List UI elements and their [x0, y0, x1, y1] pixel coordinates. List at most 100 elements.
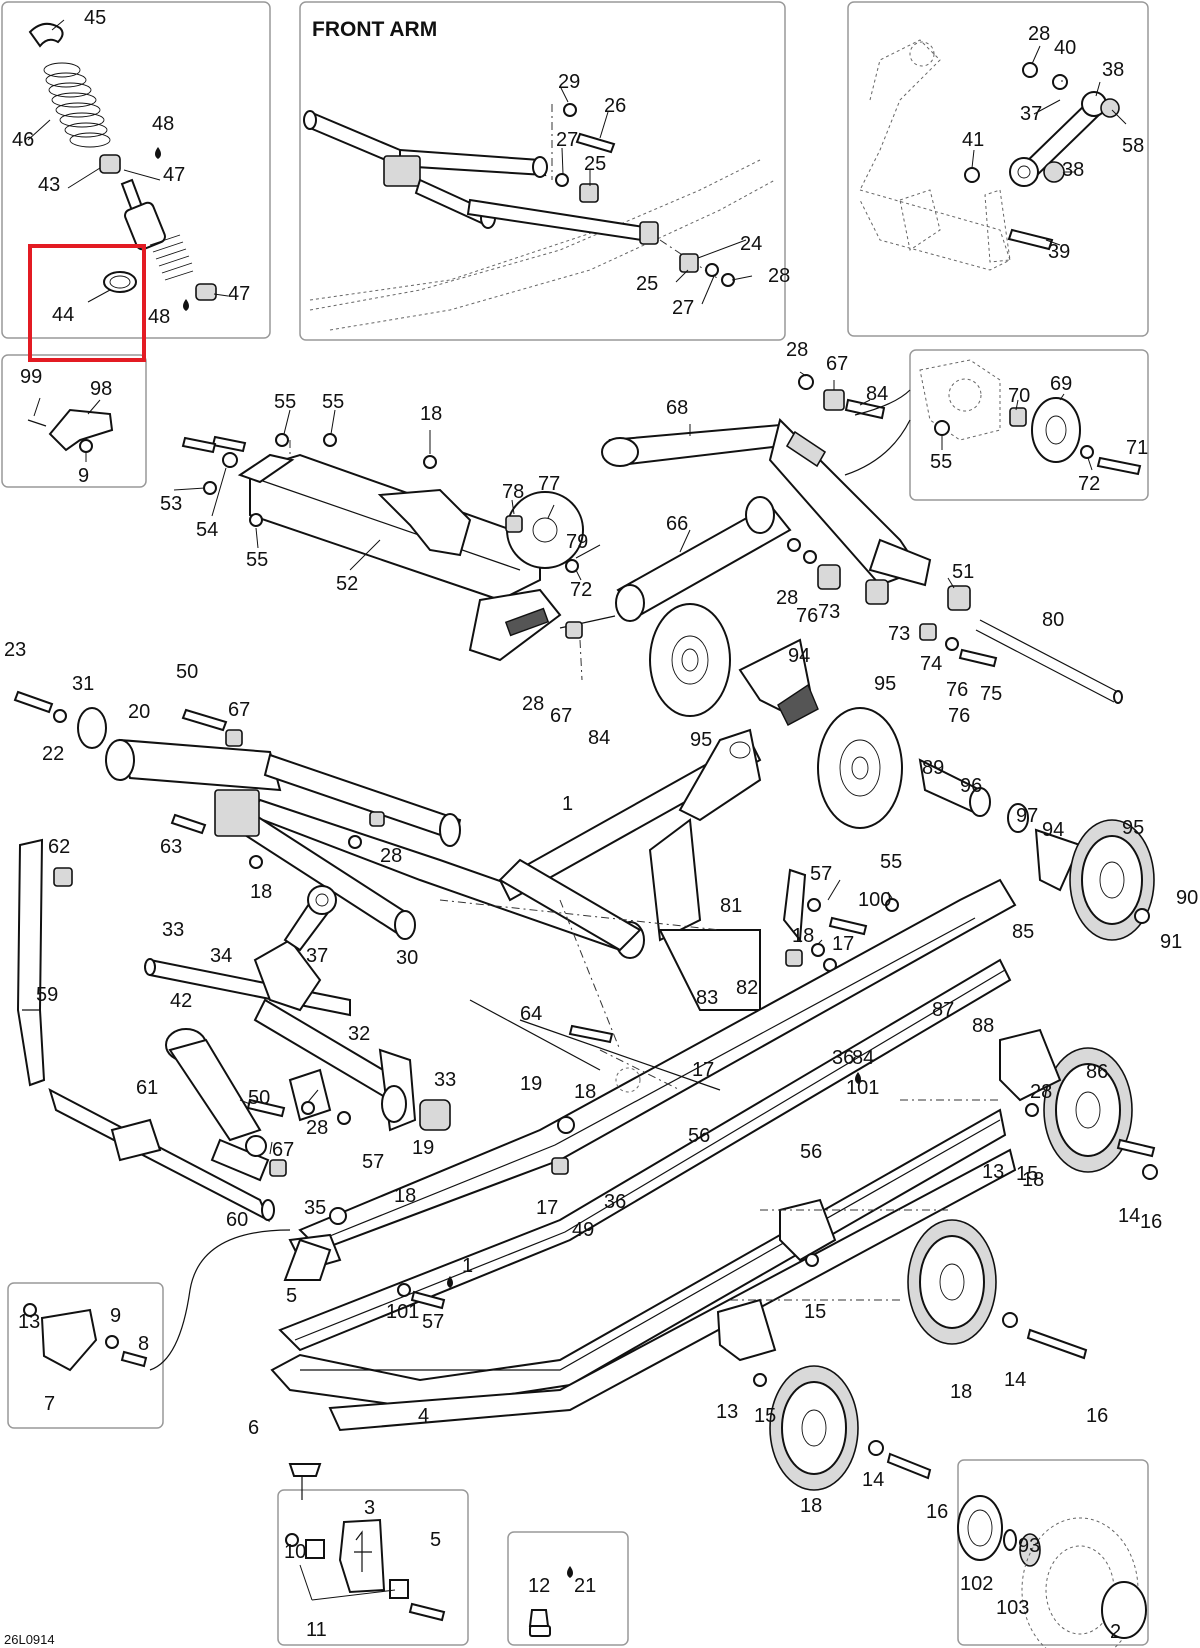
callout-74: 74: [920, 653, 942, 675]
callout-6: 6: [248, 1417, 259, 1439]
callout-32: 32: [348, 1023, 370, 1045]
callout-9: 9: [78, 465, 89, 487]
callout-54: 54: [196, 519, 218, 541]
callout-13: 13: [716, 1401, 738, 1423]
callout-22: 22: [42, 743, 64, 765]
callout-16: 16: [1140, 1211, 1162, 1233]
callout-21: 21: [574, 1575, 596, 1597]
callout-95: 95: [690, 729, 712, 751]
callout-53: 53: [160, 493, 182, 515]
callout-55: 55: [246, 549, 268, 571]
callout-28: 28: [1030, 1081, 1052, 1103]
callout-47: 47: [228, 283, 250, 305]
callout-1: 1: [562, 793, 573, 815]
callout-67: 67: [228, 699, 250, 721]
callout-14: 14: [1004, 1369, 1026, 1391]
callout-28: 28: [768, 265, 790, 287]
callout-15: 15: [1016, 1163, 1038, 1185]
callout-14: 14: [862, 1469, 884, 1491]
drawing-code: 26L0914: [4, 1632, 55, 1647]
callout-7: 7: [44, 1393, 55, 1415]
wheels-drawing: [649, 603, 1158, 1491]
callout-47: 47: [163, 164, 185, 186]
callout-26: 26: [604, 95, 626, 117]
callout-28: 28: [522, 693, 544, 715]
callout-95: 95: [874, 673, 896, 695]
callout-2: 2: [1110, 1621, 1121, 1643]
callout-28: 28: [306, 1117, 328, 1139]
callout-40: 40: [1054, 37, 1076, 59]
callout-4: 4: [418, 1405, 429, 1427]
inset-box-grease: [507, 1531, 629, 1646]
front-arm-inset-drawing: [303, 85, 776, 331]
callout-20: 20: [128, 701, 150, 723]
callout-46: 46: [12, 129, 34, 151]
callout-72: 72: [1078, 473, 1100, 495]
callout-9: 9: [110, 1305, 121, 1327]
callout-96: 96: [960, 775, 982, 797]
callout-1: 1: [462, 1255, 473, 1277]
wheel-inset-drawing: [957, 1495, 1147, 1648]
callout-29: 29: [558, 71, 580, 93]
callout-90: 90: [1176, 887, 1198, 909]
callout-86: 86: [1086, 1061, 1108, 1083]
callout-31: 31: [72, 673, 94, 695]
callout-81: 81: [720, 895, 742, 917]
callout-73: 73: [888, 623, 910, 645]
callout-42: 42: [170, 990, 192, 1012]
callout-66: 66: [666, 513, 688, 535]
callout-57: 57: [810, 863, 832, 885]
callout-84: 84: [866, 383, 888, 405]
callout-98: 98: [90, 378, 112, 400]
callout-58: 58: [1122, 135, 1144, 157]
callout-37: 37: [306, 945, 328, 967]
callout-55: 55: [880, 851, 902, 873]
callout-48: 48: [152, 113, 174, 135]
callout-8: 8: [138, 1333, 149, 1355]
callout-67: 67: [826, 353, 848, 375]
callout-18: 18: [950, 1381, 972, 1403]
callout-34: 34: [210, 945, 232, 967]
callout-97: 97: [1016, 805, 1038, 827]
callout-33: 33: [434, 1069, 456, 1091]
callout-28: 28: [776, 587, 798, 609]
callout-12: 12: [528, 1575, 550, 1597]
callout-17: 17: [692, 1059, 714, 1081]
callout-18: 18: [420, 403, 442, 425]
callout-44: 44: [52, 304, 74, 326]
callout-27: 27: [672, 297, 694, 319]
callout-76: 76: [946, 679, 968, 701]
callout-5: 5: [430, 1529, 441, 1551]
tip-inset-drawing: [285, 1518, 446, 1622]
callout-75: 75: [980, 683, 1002, 705]
inset-box-stopper: [7, 1282, 164, 1429]
callout-84: 84: [588, 727, 610, 749]
callout-17: 17: [536, 1197, 558, 1219]
callout-102: 102: [960, 1573, 993, 1595]
callout-94: 94: [788, 645, 810, 667]
callout-56: 56: [800, 1141, 822, 1163]
callout-35: 35: [304, 1197, 326, 1219]
callout-48: 48: [148, 306, 170, 328]
callout-28: 28: [786, 339, 808, 361]
callout-16: 16: [1086, 1405, 1108, 1427]
callout-64: 64: [520, 1003, 542, 1025]
callout-28: 28: [1028, 23, 1050, 45]
callout-76: 76: [948, 705, 970, 727]
callout-63: 63: [160, 836, 182, 858]
callout-15: 15: [754, 1405, 776, 1427]
callout-89: 89: [922, 757, 944, 779]
callout-37: 37: [1020, 103, 1042, 125]
callout-103: 103: [996, 1597, 1029, 1619]
callout-82: 82: [736, 977, 758, 999]
callout-69: 69: [1050, 373, 1072, 395]
callout-67: 67: [272, 1139, 294, 1161]
callout-93: 93: [1018, 1535, 1040, 1557]
callout-55: 55: [322, 391, 344, 413]
callout-55: 55: [930, 451, 952, 473]
callout-16: 16: [926, 1501, 948, 1523]
callout-18: 18: [1022, 1169, 1044, 1191]
callout-88: 88: [972, 1015, 994, 1037]
